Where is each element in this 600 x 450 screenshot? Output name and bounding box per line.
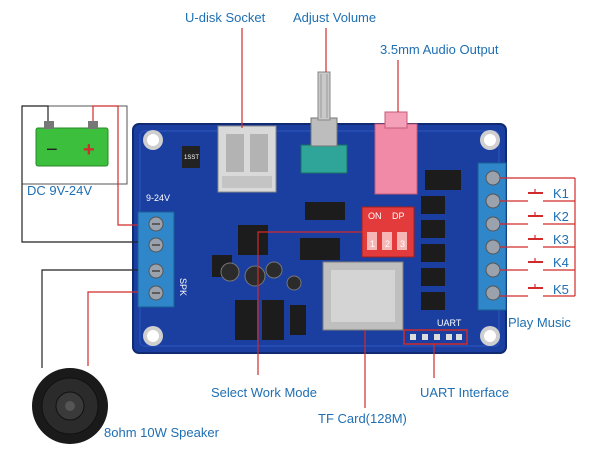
speaker-icon [32, 368, 108, 444]
silk-spk: SPK [178, 278, 188, 296]
silk-voltage: 9-24V [146, 193, 170, 203]
left-terminal-block [137, 211, 175, 308]
mounting-hole-tl [143, 130, 163, 150]
adjust-volume-label: Adjust Volume [293, 10, 376, 25]
dip-switch: ON DP 1 2 3 [361, 206, 415, 258]
uart-header: UART [403, 318, 468, 345]
speaker-label: 8ohm 10W Speaker [104, 425, 220, 440]
silk-dip-3: 3 [400, 239, 405, 249]
key-label-k3: K3 [553, 232, 569, 247]
audio-jack [374, 111, 418, 195]
play-music-label: Play Music [508, 315, 571, 330]
dc-power-label: DC 9V-24V [27, 183, 92, 198]
speaker-wire-2 [87, 291, 138, 366]
silk-dip-1: 1 [370, 239, 375, 249]
audio-output-label: 3.5mm Audio Output [380, 42, 499, 57]
ic-row [235, 202, 345, 340]
transistor-stack [421, 170, 461, 310]
select-mode-leader [257, 231, 264, 375]
battery-negative-wire [21, 105, 138, 243]
chip-label: 1SST [184, 155, 199, 161]
select-work-mode-label: Select Work Mode [211, 385, 317, 400]
key-label-k2: K2 [553, 209, 569, 224]
key-switch-k3 [500, 235, 575, 248]
mounting-hole-bl [143, 326, 163, 346]
battery-minus: − [46, 139, 58, 161]
battery-plus: + [83, 139, 95, 161]
capacitors [220, 261, 302, 291]
battery-icon: − + [21, 105, 128, 185]
mounting-hole-br [480, 326, 500, 346]
main-ic [238, 225, 268, 255]
silk-dp: DP [392, 211, 405, 221]
volume-potentiometer [300, 71, 348, 174]
udisk-socket-label: U-disk Socket [185, 10, 266, 25]
key-label-k1: K1 [553, 186, 569, 201]
key-label-k5: K5 [553, 282, 569, 297]
key-wiring [500, 177, 576, 297]
mounting-hole-tr [480, 130, 500, 150]
silk-dip-2: 2 [385, 239, 390, 249]
key-switch-k4 [500, 258, 575, 271]
tf-card-label: TF Card(128M) [318, 411, 407, 426]
key-switch-k5 [500, 284, 575, 297]
key-switch-k1 [500, 189, 575, 202]
tf-card-slot [322, 261, 404, 331]
silk-on: ON [368, 211, 382, 221]
key-label-k4: K4 [553, 255, 569, 270]
battery-positive-wire [92, 105, 138, 226]
uart-interface-label: UART Interface [420, 385, 509, 400]
right-terminal-block [477, 162, 507, 311]
key-switch-k2 [500, 212, 575, 225]
silk-uart: UART [437, 318, 462, 328]
usb-socket [217, 125, 277, 193]
flash-chip: 1SST [182, 146, 200, 168]
speaker-wire-1 [41, 269, 138, 368]
